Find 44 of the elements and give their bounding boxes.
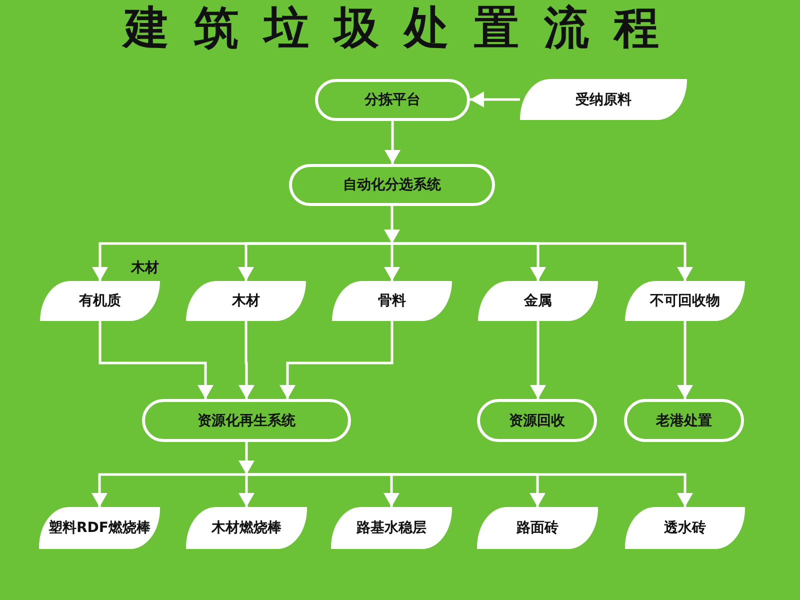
- node-label: 金属: [524, 292, 552, 310]
- arrow: [384, 206, 400, 244]
- node-label: 不可回收物: [650, 292, 720, 310]
- node-label: 资源回收: [509, 412, 565, 430]
- arrow: [92, 473, 246, 507]
- arrow: [238, 242, 392, 281]
- material-node: [625, 507, 745, 549]
- diagram-title: 建筑垃圾处置流程: [124, 4, 684, 52]
- material-node: [39, 507, 160, 549]
- arrow: [677, 321, 693, 399]
- process-node: [289, 164, 495, 206]
- annotation-label: 木材: [131, 259, 159, 277]
- node-label: 透水砖: [664, 519, 706, 537]
- arrow: [470, 92, 520, 108]
- node-label: 路基水稳层: [356, 519, 426, 537]
- arrow: [246, 473, 693, 507]
- node-label: 资源化再生系统: [198, 412, 296, 430]
- node-label: 塑料RDF燃烧棒: [48, 519, 150, 537]
- process-node: [142, 399, 351, 442]
- node-label: 受纳原料: [576, 90, 632, 108]
- arrow: [98, 321, 214, 399]
- arrow: [530, 321, 546, 399]
- material-node: [186, 507, 307, 549]
- process-node: [624, 399, 744, 442]
- node-label: 有机质: [79, 292, 121, 310]
- arrow: [280, 321, 394, 399]
- arrow: [238, 473, 254, 507]
- node-label: 老港处置: [656, 412, 712, 430]
- material-node: [477, 507, 598, 549]
- node-label: 木材燃烧棒: [212, 519, 282, 537]
- arrow: [384, 121, 400, 164]
- process-node: [477, 399, 597, 442]
- arrow: [384, 242, 400, 281]
- material-node: [520, 79, 687, 120]
- node-label: 分拣平台: [364, 91, 420, 109]
- node-label: 木材: [232, 292, 260, 310]
- arrow: [392, 242, 693, 281]
- material-node: [331, 507, 452, 549]
- node-label: 自动化分选系统: [343, 176, 441, 194]
- node-label: 骨料: [378, 292, 406, 310]
- process-node: [315, 79, 470, 121]
- arrow: [238, 321, 254, 399]
- arrow: [238, 442, 254, 474]
- node-label: 路面砖: [516, 519, 558, 537]
